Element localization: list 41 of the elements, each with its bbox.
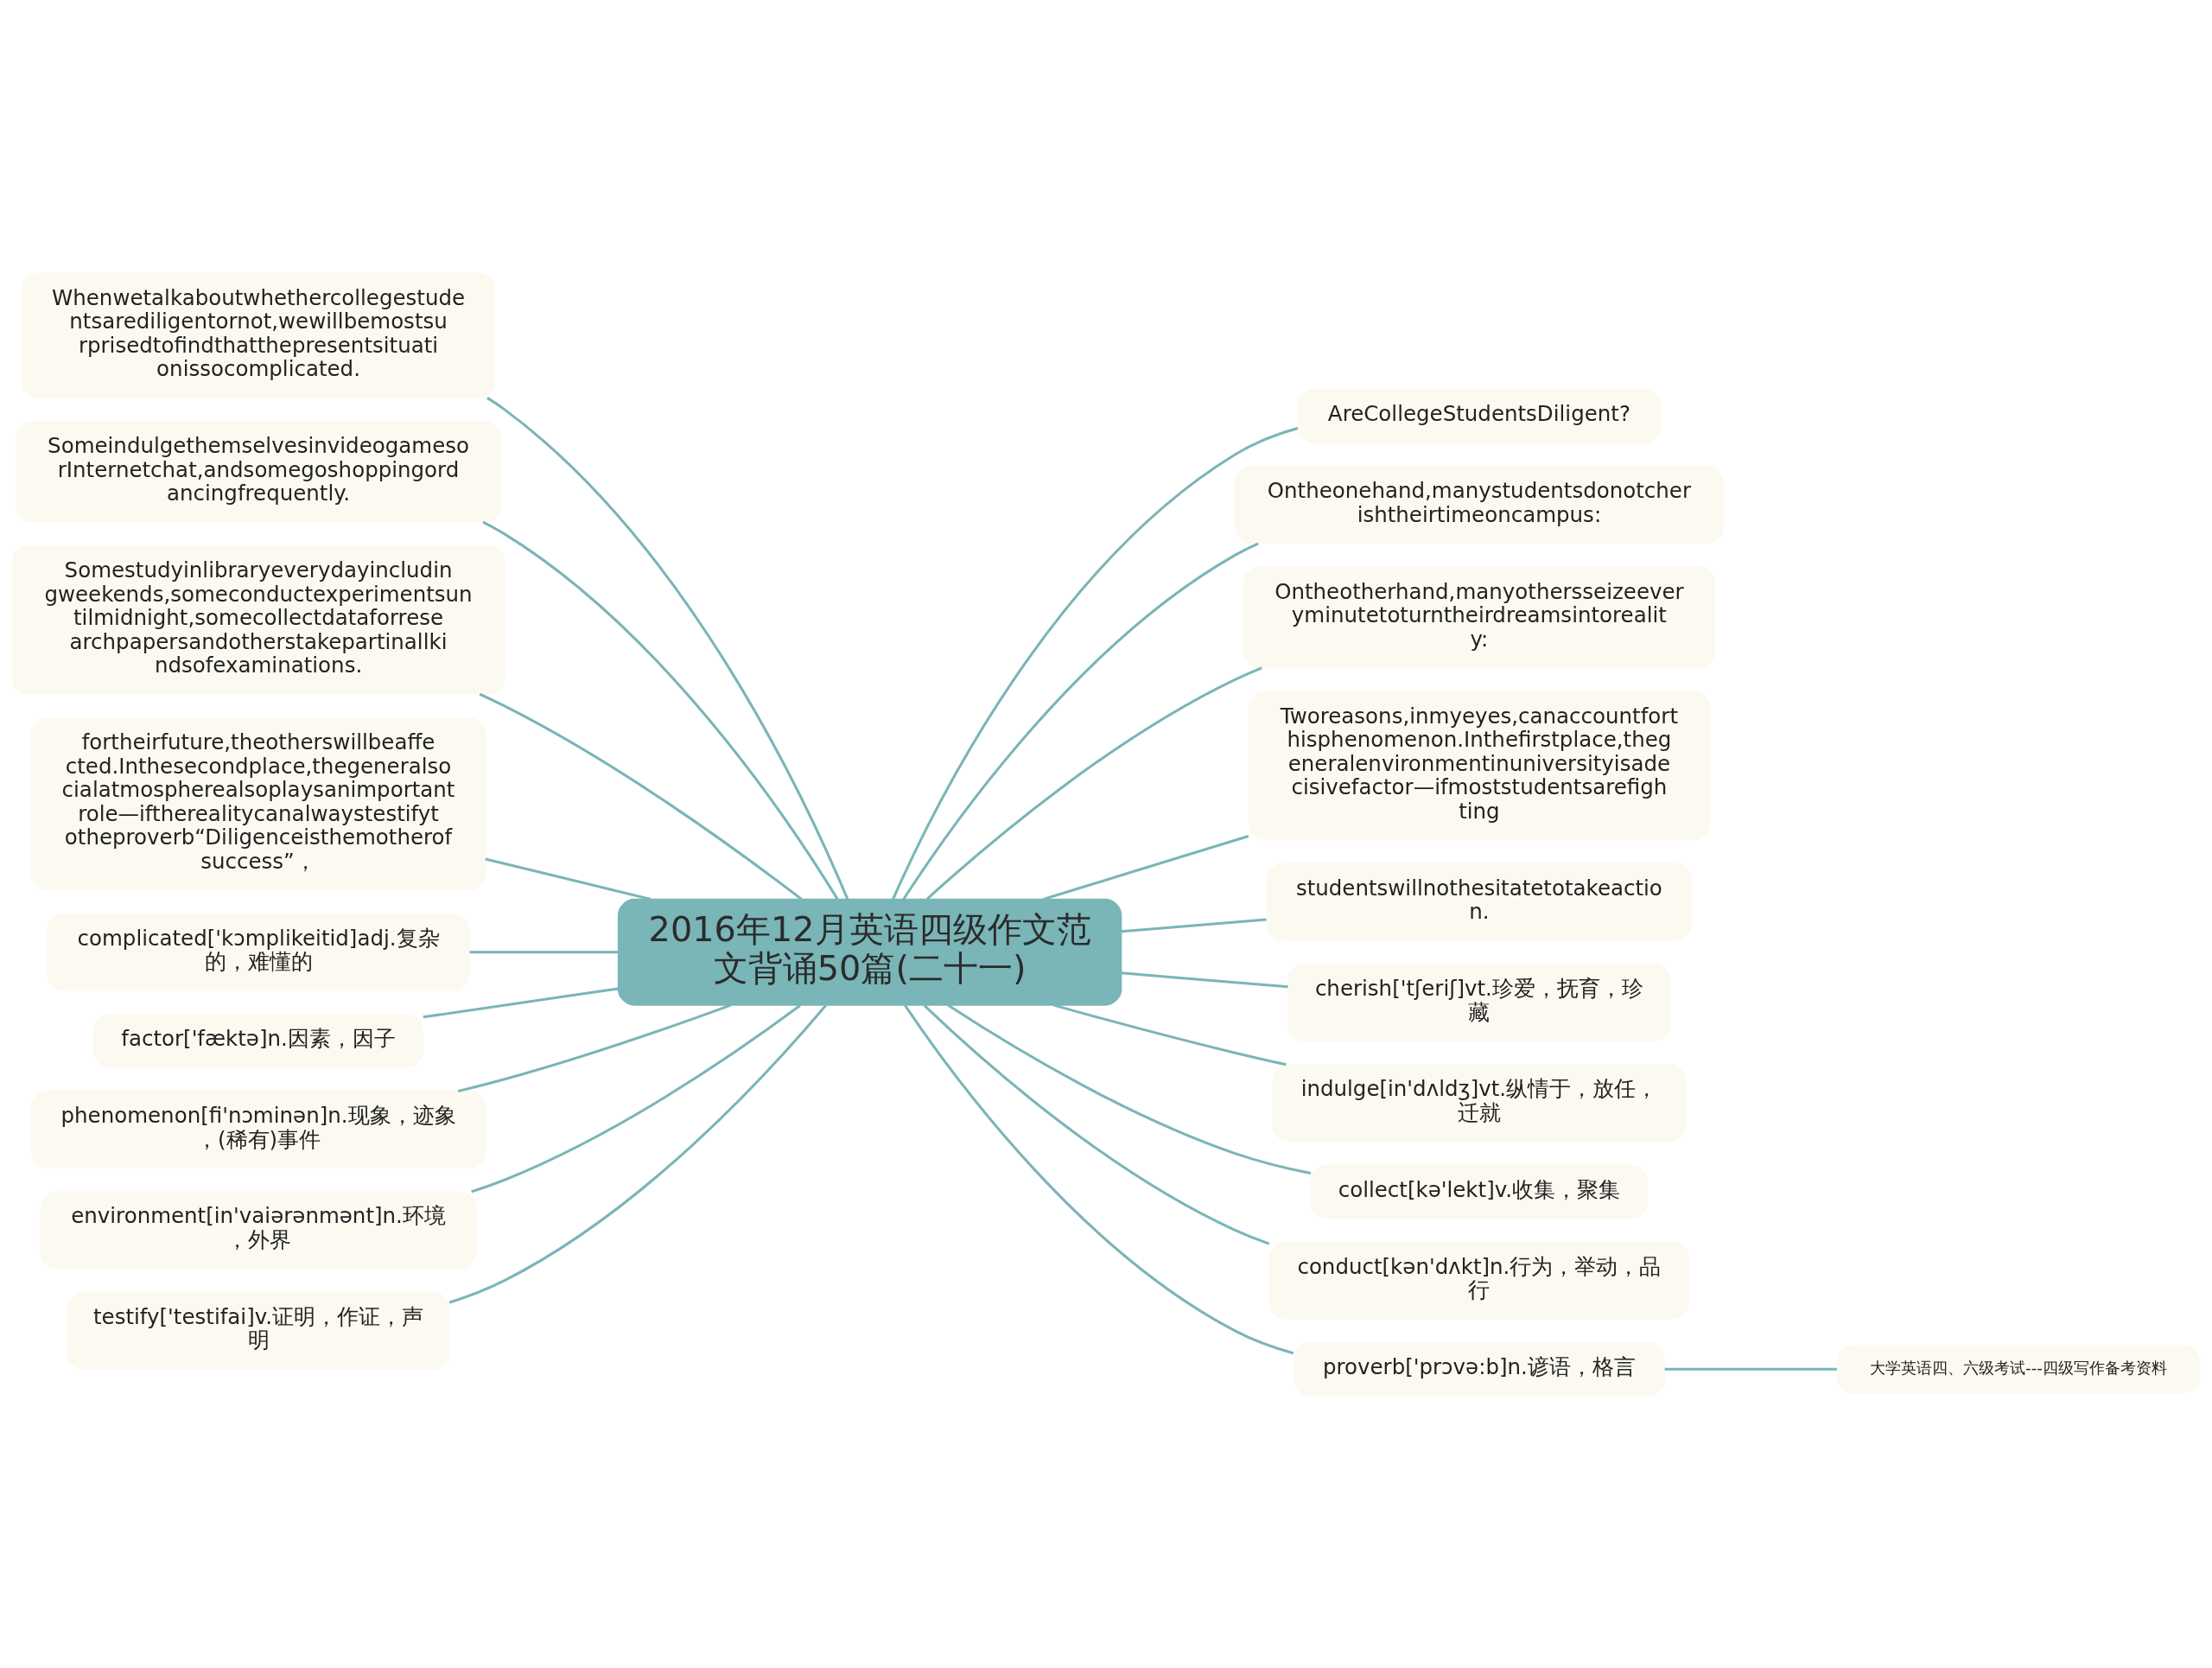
node-box: Whenwetalkaboutwhethercollegestudentsarediligentornot,wewillbemostsurprisedtofindthatthepresentsituationissocomplicated. [21, 271, 496, 398]
connector [1121, 971, 1288, 988]
connector [448, 1003, 827, 1303]
node-box: collect[kə'lekt]v.收集，聚集 [1310, 1164, 1649, 1219]
node-box: fortheirfuture,theotherswillbeaffected.Inthesecondplace,thegeneralsocialatmospherealsoplaysanimportantrole—iftherealitycanalwaystestifytotheproverb“Diligenceisthemotherofsuccess”， [30, 716, 486, 891]
node-box: factor['fæktə]n.因素，因子 [92, 1013, 424, 1068]
connector [925, 665, 1262, 900]
node-box: SomeindulgethemselvesinvideogamesorInternetchat,andsomegoshoppingordancingfrequently. [16, 420, 502, 523]
node-box: 大学英语四、六级考试---四级写作备考资料 [1836, 1344, 2201, 1394]
node-box: phenomenon[fi'nɔminən]n.现象，迹象，(稀有)事件 [30, 1090, 486, 1168]
node-box: complicated['kɔmplikeitid]adj.复杂的，难懂的 [47, 913, 471, 991]
connector [482, 520, 839, 900]
node-box: 2016年12月英语四级作文范文背诵50篇(二十一) [617, 898, 1122, 1006]
node-box: Ontheonehand,manystudentsdonotcherishtheirtimeoncampus: [1234, 465, 1725, 544]
node-box: Ontheotherhand,manyothersseizeeveryminutetoturntheirdreamsintoreality: [1243, 565, 1716, 668]
connector [892, 426, 1299, 900]
connector [423, 987, 619, 1018]
node-box: proverb['prɔvə:b]n.谚语，格言 [1293, 1341, 1666, 1397]
node-box: cherish['tʃeriʃ]vt.珍爱，抚育，珍藏 [1287, 963, 1671, 1041]
connector [1043, 834, 1249, 901]
connector [1664, 1367, 1837, 1371]
connector [486, 396, 849, 900]
connector [1121, 917, 1267, 933]
connector [479, 692, 803, 900]
node-box: environment[in'vaiərənmənt]n.环境，外界 [40, 1190, 477, 1270]
connector [1053, 1003, 1287, 1066]
node-box: conduct[kən'dʌkt]n.行为，举动，品行 [1268, 1240, 1690, 1320]
node-box: studentswillnothesitatetotakeaction. [1266, 862, 1693, 941]
connector [947, 1003, 1312, 1175]
connector [902, 541, 1259, 900]
node-box: testify['testifai]v.证明，作证，声明 [66, 1291, 451, 1370]
connector [904, 1004, 1294, 1354]
connector [485, 856, 652, 901]
connector [923, 1004, 1270, 1245]
node-box: AreCollegeStudentsDiligent? [1297, 388, 1662, 443]
node-box: indulge[in'dʌldʒ]vt.纵情于，放任，迁就 [1272, 1063, 1687, 1143]
node-box: Tworeasons,inmyeyes,canaccountforthisphenomenon.Inthefirstplace,thegeneralenvironmentinuniversityisadecisivefactor—ifmoststudentsarefighting [1248, 690, 1711, 840]
connector [457, 1003, 732, 1092]
connector [471, 1003, 801, 1193]
connector [469, 950, 619, 953]
node-box: Somestudyinlibraryeverydayincludingweekends,someconductexperimentsuntilmidnight,somecollectdataforresearchpapersandotherstakepartinallkindsofexaminations. [11, 544, 505, 695]
